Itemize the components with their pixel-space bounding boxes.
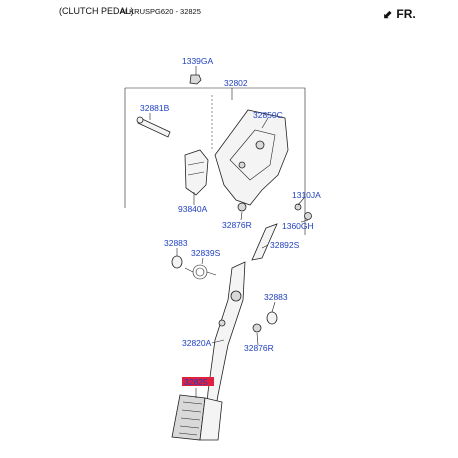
leader-lines: [149, 66, 309, 398]
pedal-hole: [218, 319, 226, 327]
label-32876R-bot: 32876R: [244, 343, 274, 353]
pedal-pivot: [230, 290, 242, 302]
nut: [304, 212, 312, 220]
label-93840A: 93840A: [178, 204, 208, 214]
stopper-bolt-head: [136, 116, 144, 124]
label-32850C: 32850C: [253, 110, 283, 120]
label-1339GA: 1339GA: [182, 56, 214, 66]
assist-spring: [184, 264, 217, 280]
front-direction-text: FR.: [396, 7, 416, 21]
rubber-stopper: [171, 255, 183, 269]
label-1310JA: 1310JA: [292, 190, 321, 200]
label-1360GH: 1360GH: [282, 221, 314, 231]
diagram-code: ALKRUSPG620 - 32825: [120, 7, 201, 16]
label-32802: 32802: [224, 78, 248, 88]
label-32892S: 32892S: [270, 240, 300, 250]
rubber-stopper: [266, 311, 278, 325]
pedal-pad: [171, 394, 223, 441]
part-highlight: [182, 377, 214, 386]
nut: [189, 74, 202, 85]
front-arrow-icon: ⬋: [383, 7, 394, 21]
assembly-frame: [125, 87, 306, 235]
switch-detail: [187, 161, 205, 176]
pedal-stopper: [251, 223, 278, 261]
clutch-switch: [184, 149, 209, 196]
label-32820A: 32820A: [182, 338, 212, 348]
pedal-bracket-detail: [229, 129, 276, 181]
diagram-title: (CLUTCH PEDAL): [59, 6, 134, 16]
front-direction-label: ⬋ FR.: [383, 7, 416, 21]
bolt: [294, 203, 302, 211]
bracket-hole: [238, 161, 246, 169]
label-32883-top: 32883: [164, 238, 188, 248]
bushing: [252, 323, 262, 333]
bracket-hole: [255, 140, 265, 150]
label-32883-mid: 32883: [264, 292, 288, 302]
label-32825[interactable]: 32825: [184, 377, 208, 387]
label-32839S: 32839S: [191, 248, 221, 258]
label-32881B: 32881B: [140, 103, 170, 113]
pedal-bracket: [214, 109, 289, 206]
bushing: [237, 202, 247, 212]
label-32876R-top: 32876R: [222, 220, 252, 230]
